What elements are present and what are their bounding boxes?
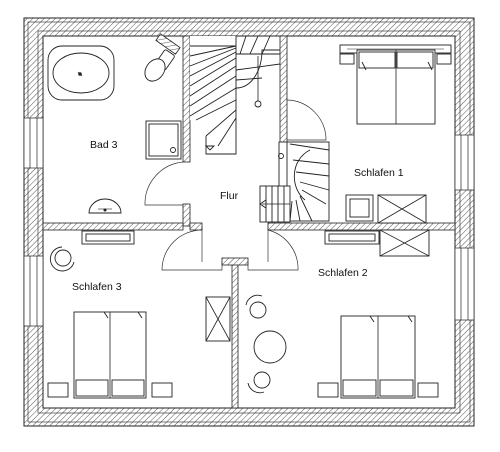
room-label-bad3: Bad 3: [90, 139, 118, 151]
bad3-door: [144, 161, 184, 206]
interior-walls: [42, 33, 456, 409]
schlafen2-door: [247, 229, 299, 271]
schlafen1-door: [286, 99, 327, 141]
room-label-flur: Flur: [220, 190, 239, 202]
room-label-schlafen2: Schlafen 2: [318, 267, 368, 279]
room-label-schlafen1: Schlafen 1: [354, 167, 404, 179]
desk-schlafen1: [377, 194, 427, 224]
schlafen3-door: [161, 229, 223, 271]
chair-schlafen3: [49, 246, 75, 272]
shelf-schlafen3: [81, 230, 135, 245]
shower: [145, 120, 182, 160]
cabinet-center: [205, 296, 231, 342]
sink: [88, 198, 122, 214]
room-label-schlafen3: Schlafen 3: [72, 281, 122, 293]
staircase-lower: [259, 141, 330, 223]
dining-table: [245, 294, 287, 394]
windows: [23, 117, 475, 327]
desk-schlafen2: [379, 229, 430, 257]
double-bed-schlafen3: [47, 311, 173, 399]
double-bed-schlafen1: [339, 49, 452, 125]
bathtub: [47, 45, 115, 101]
double-bed-schlafen2: [317, 315, 439, 399]
toilet: [144, 49, 175, 82]
shelf-schlafen2: [324, 230, 380, 245]
nightstand-schlafen1: [345, 194, 374, 222]
staircase-upper: [189, 35, 281, 155]
